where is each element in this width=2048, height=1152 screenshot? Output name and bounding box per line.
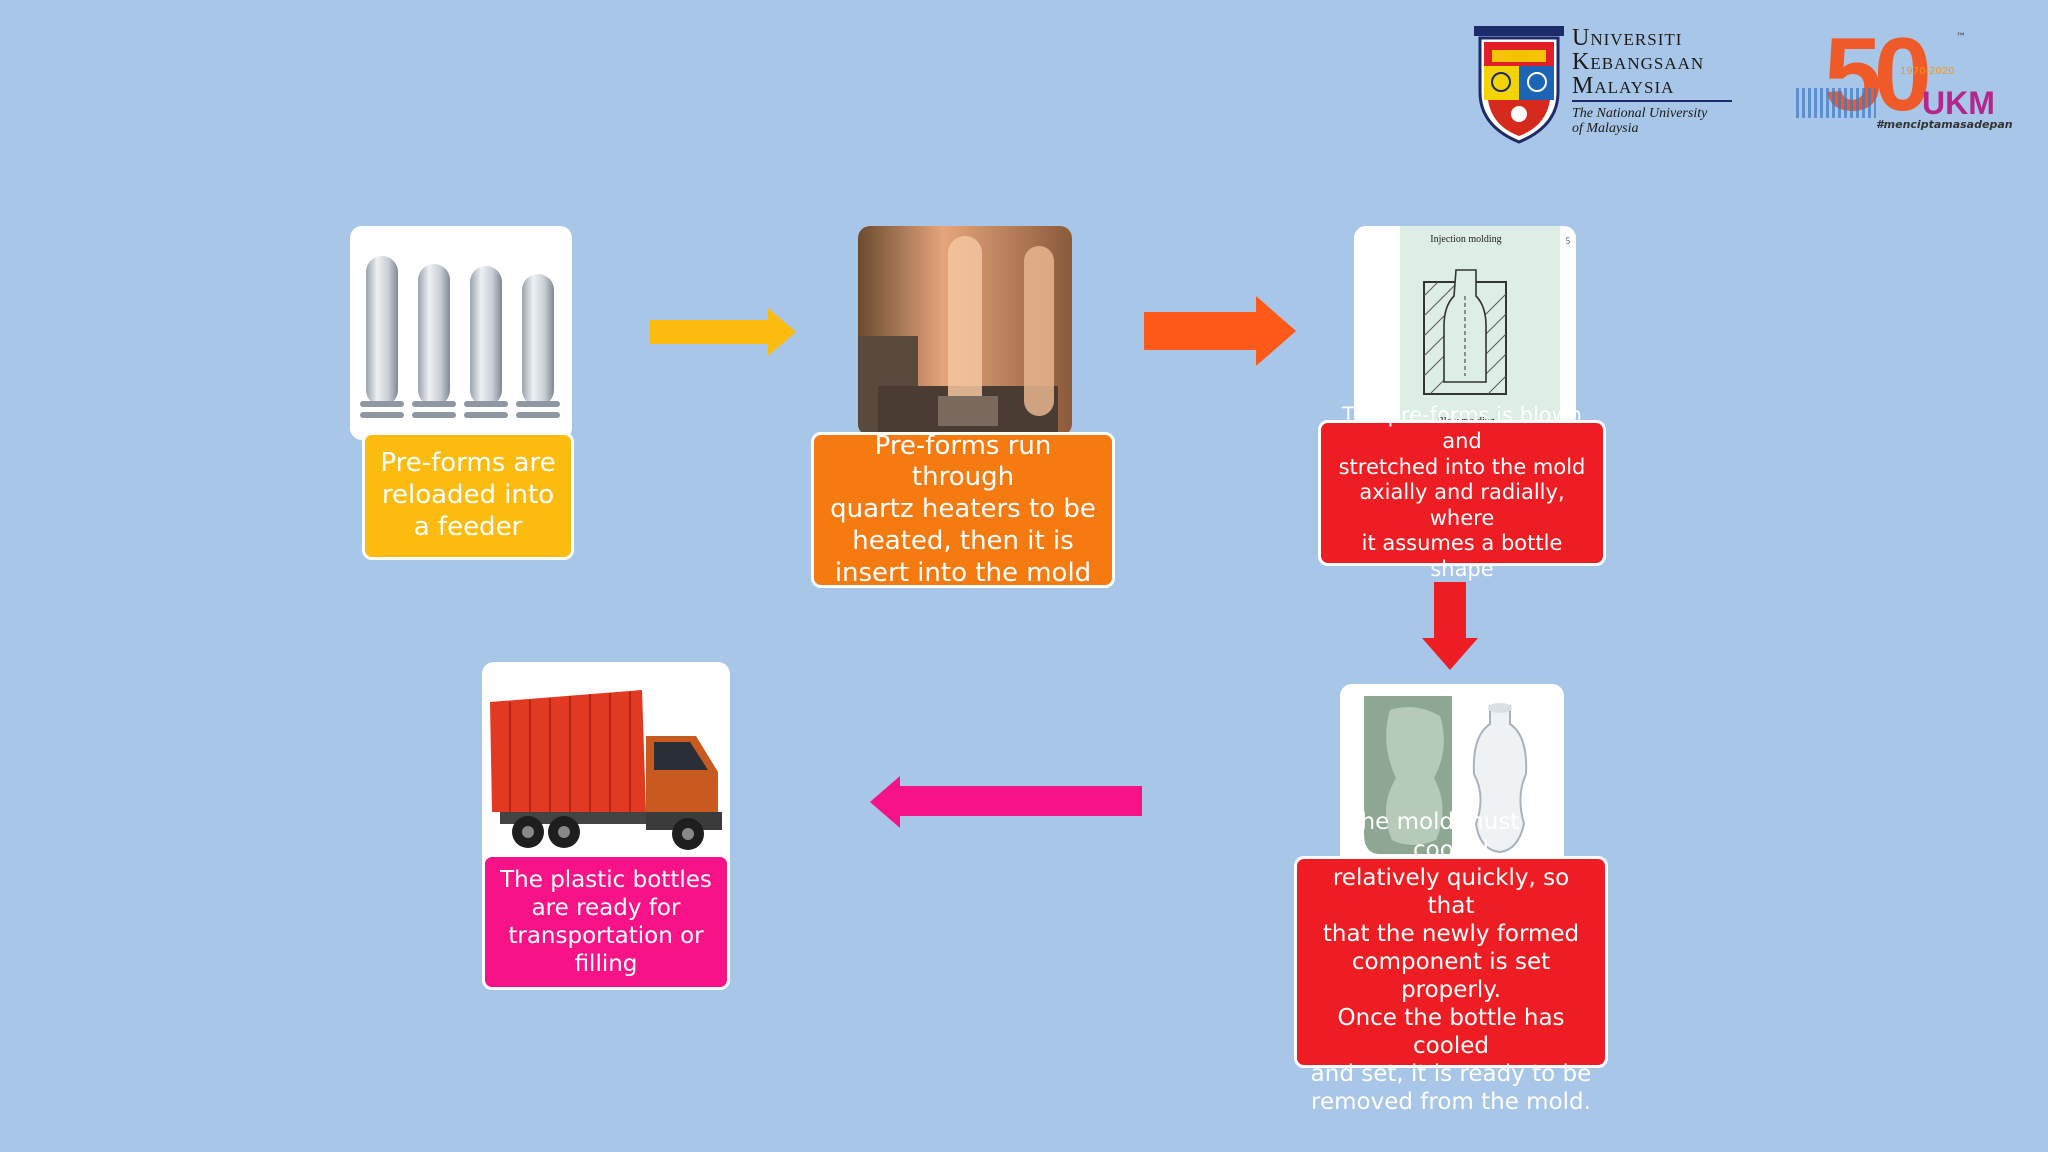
quartz-heater-image — [858, 226, 1072, 436]
delivery-truck-image — [482, 662, 730, 874]
university-tagline: The National University of Malaysia — [1572, 106, 1708, 136]
preform-tube-4 — [516, 274, 560, 418]
anniversary-ukm: UKM — [1922, 85, 1995, 121]
ukm-crest-logo — [1470, 22, 1568, 146]
mold-diagram-page-num: 5 — [1566, 236, 1571, 246]
university-name-line1: Universiti — [1572, 25, 1683, 51]
preforms-image — [350, 226, 572, 440]
arrow-step4-to-step5 — [870, 776, 1142, 828]
arrow-1-shape — [650, 308, 796, 356]
university-name-line2: Kebangsaan — [1572, 49, 1705, 75]
arrow-step2-to-step3 — [1144, 296, 1296, 366]
preform-tube-2 — [412, 264, 456, 418]
step-4-text: The mold must be cooled relatively quick… — [1310, 808, 1592, 1116]
preform-tube-3 — [464, 266, 508, 418]
step-1-text: Pre-forms are reloaded into a feeder — [380, 448, 556, 542]
ukm-50-anniversary-logo: 50 ™ 1970-2020 UKM #menciptamasadepan — [1796, 20, 2013, 138]
arrow-step1-to-step2 — [650, 308, 796, 356]
university-divider — [1572, 100, 1732, 102]
university-name-line3: Malaysia — [1572, 73, 1675, 99]
step-2-caption: Pre-forms run through quartz heaters to … — [811, 430, 1115, 588]
preform-tube-1 — [360, 256, 404, 418]
arrow-2-shape — [1144, 296, 1296, 366]
step-1-caption: Pre-forms are reloaded into a feeder — [362, 432, 574, 560]
step-4-caption: The mold must be cooled relatively quick… — [1294, 809, 1608, 1115]
step-5-text: The plastic bottles are ready for transp… — [500, 866, 712, 978]
university-name-block: Universiti Kebangsaan Malaysia The Natio… — [1572, 26, 1742, 138]
step-3-caption: The pre-forms is blown and stretched int… — [1318, 403, 1606, 581]
arrow-3-shape — [1422, 582, 1478, 670]
arrow-step3-to-step4 — [1422, 582, 1478, 670]
mold-diagram-image: Injection molding 5 Blow molding — [1354, 226, 1576, 428]
step-5-caption: The plastic bottles are ready for transp… — [482, 854, 730, 990]
cooled-mold-bottle-image — [1340, 684, 1564, 868]
arrow-4-shape — [870, 776, 1142, 828]
anniversary-hashtag: #menciptamasadepan — [1876, 118, 2013, 131]
anniversary-building-graphic — [1796, 88, 1876, 118]
step-2-text: Pre-forms run through quartz heaters to … — [830, 430, 1096, 588]
mold-diagram-top-label: Injection molding — [1430, 234, 1501, 245]
anniversary-years: 1970-2020 — [1900, 66, 1955, 77]
step-3-text: The pre-forms is blown and stretched int… — [1338, 403, 1586, 582]
anniversary-trademark: ™ — [1956, 32, 1966, 43]
